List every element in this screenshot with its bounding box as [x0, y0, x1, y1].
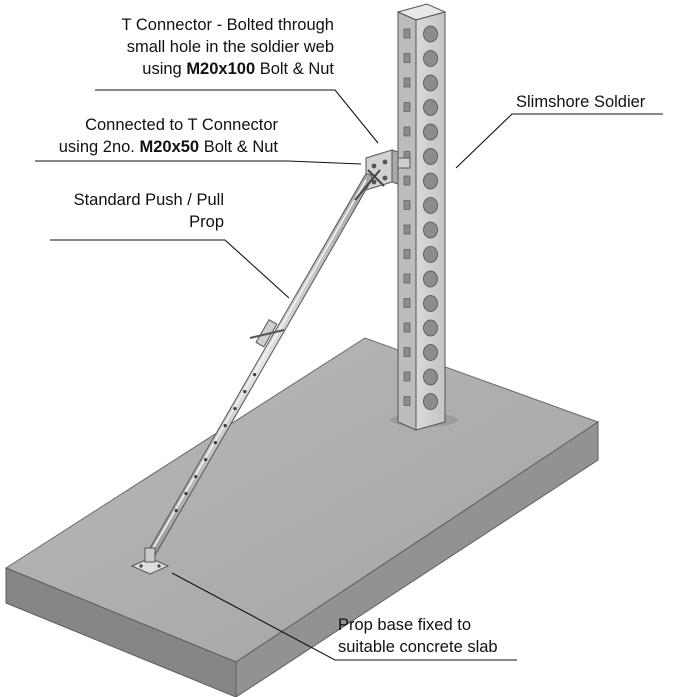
post-hole — [423, 123, 438, 141]
post-hole — [423, 368, 438, 386]
soldier-leader — [455, 113, 663, 169]
connected-label: Connected to T Connector using 2no. M20x… — [20, 114, 278, 158]
post-slot — [403, 273, 411, 284]
prop-base-label-line1: Prop base fixed to — [338, 616, 471, 634]
t-connector-label-line3: using M20x100 Bolt & Nut — [142, 60, 334, 78]
prop-leader — [50, 239, 290, 299]
concrete-slab — [4, 337, 600, 697]
post-hole — [423, 295, 438, 312]
post-hole — [423, 148, 438, 165]
bolt-spec-m20x100: M20x100 — [186, 60, 256, 78]
t-connector-label: T Connector - Bolted through small hole … — [60, 14, 335, 80]
post-slot — [403, 347, 411, 357]
leader-lines — [35, 89, 663, 661]
base-leader — [171, 572, 517, 661]
prop-pin-hole — [174, 509, 178, 513]
prop-label: Standard Push / Pull Prop — [20, 189, 224, 233]
post-slot — [403, 126, 411, 137]
slimshore-soldier-label: Slimshore Soldier — [516, 93, 646, 111]
slimshore-soldier-post — [390, 3, 458, 431]
post-hole — [423, 319, 438, 337]
prop-pin-hole — [233, 407, 237, 411]
prop-pin-hole — [223, 424, 227, 428]
post-hole — [423, 74, 438, 92]
post-hole — [423, 99, 438, 116]
bolt-spec-m20x50: M20x50 — [139, 138, 200, 156]
post-front-face — [397, 11, 417, 431]
prop-pin-hole — [253, 373, 257, 377]
prop-label-line2: Prop — [189, 213, 224, 231]
post-hole — [423, 25, 438, 43]
t-connector-label-line2: small hole in the soldier web — [126, 38, 334, 56]
post-slot — [403, 322, 411, 333]
prop-base-label: Prop base fixed to suitable concrete sla… — [338, 614, 498, 658]
post-hole — [423, 50, 438, 67]
prop-label-line1: Standard Push / Pull — [73, 191, 224, 209]
post-slot — [403, 224, 411, 235]
post-hole — [423, 270, 438, 288]
post-slot — [403, 371, 411, 382]
slab-side-face — [235, 421, 599, 697]
post-slot — [403, 175, 411, 186]
post-slot — [403, 298, 411, 308]
prop-base-plate — [130, 557, 170, 575]
prop-pin-hole — [184, 492, 188, 496]
connected-label-line1: Connected to T Connector — [85, 116, 278, 134]
post-hole — [423, 172, 438, 190]
post-slot — [403, 396, 411, 406]
slab-front-face — [5, 567, 237, 697]
prop-pin-hole — [194, 475, 198, 479]
prop-base-label-line2: suitable concrete slab — [338, 638, 498, 656]
connected-label-line2: using 2no. M20x50 Bolt & Nut — [58, 138, 278, 156]
post-hole — [423, 197, 438, 214]
post-hole — [423, 393, 438, 410]
post-holes — [403, 25, 438, 410]
post-side-face — [415, 11, 446, 431]
post-slot — [403, 77, 411, 88]
post-slot — [403, 249, 411, 259]
t-connector-leader — [95, 89, 379, 144]
post-slot — [403, 53, 411, 63]
post-slot — [403, 28, 411, 39]
prop-pin-hole — [204, 458, 208, 462]
post-hole — [423, 246, 438, 263]
post-hole — [423, 344, 438, 361]
post-hole — [423, 221, 438, 239]
post-slot — [403, 200, 411, 210]
connected-leader — [35, 160, 362, 165]
post-slot — [403, 102, 411, 112]
push-pull-prop — [130, 169, 385, 575]
t-connector-label-line1: T Connector - Bolted through — [121, 16, 335, 34]
prop-pin-hole — [243, 390, 247, 394]
prop-pin-hole — [213, 441, 217, 445]
prop-pin-holes — [174, 373, 257, 513]
